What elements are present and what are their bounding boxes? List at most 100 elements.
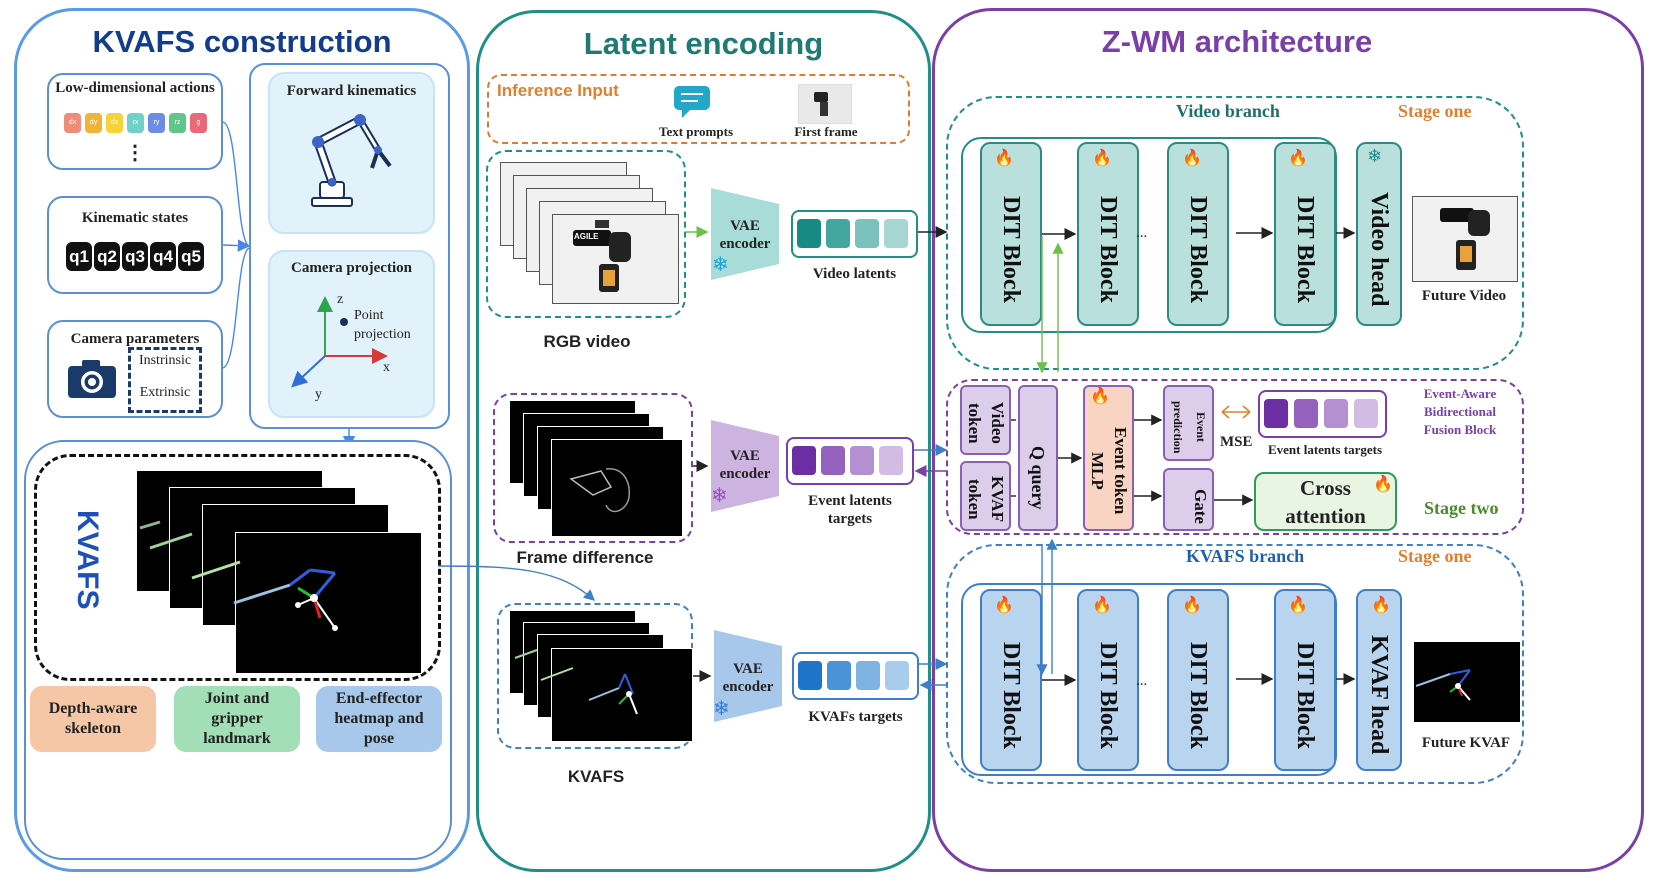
video-token: Video token [960,385,1011,455]
future-kvaf-image [1414,642,1520,722]
latent-square [885,661,909,690]
vae-label-event: VAE [730,448,760,464]
video-latents-label: Video latents [812,266,897,282]
latent-square [826,219,850,248]
video-dit-block: DIT Block [1077,142,1139,326]
latent-square [850,446,874,475]
video-dit-block: DIT Block [1274,142,1336,326]
latent-square [1354,399,1378,428]
kvafs-dit-block: DIT Block [1077,589,1139,771]
video-branch-box [946,96,1524,370]
low-dim-actions-label: Low-dimensional actions [55,80,215,96]
diff-outline [569,468,630,513]
latent-square [821,446,845,475]
axis-x-label: x [383,360,390,375]
event-prediction: Event prediction [1163,385,1214,461]
latent-square [797,219,821,248]
kvafs-branch-label: KVAFS branch [1186,546,1305,566]
flame-icon: 🔥 [1182,148,1202,167]
kvafs-mid-skeleton [514,649,638,715]
video-dit-block: DIT Block [980,142,1042,326]
stage-two-label: Stage two [1424,498,1499,518]
axis-z-label: z [337,292,344,307]
intrinsic-label: Instrinsic [138,353,192,368]
attention-label: attention [1285,504,1366,528]
kvafs-frame [235,532,422,674]
q-key: q3 [122,242,148,271]
snowflake-icon: ❄ [1367,146,1383,167]
encoder-label-video: encoder [719,236,771,252]
kvafs-construction-panel [14,8,470,872]
text-prompts-label: Text prompts [658,124,734,139]
vae-encoder-video [711,188,779,280]
flame-icon: 🔥 [1092,595,1112,614]
flame-icon: 🔥 [1288,148,1308,167]
vertical-ellipsis: ⋮ [125,142,145,164]
latent-square [792,446,816,475]
kvafs-ellipsis: ... [1136,673,1148,689]
flame-icon: 🔥 [1371,595,1391,614]
kvaf-token: KVAF token [960,461,1011,531]
future-kvaf-skeleton [1415,669,1471,701]
agile-label: AGILE [574,232,599,241]
fusion-label-3: Fusion Block [1423,422,1497,437]
flame-icon: 🔥 [994,148,1014,167]
point-label: Point [354,308,384,323]
video-dit-container [961,137,1337,333]
kvafs-vertical-label: KVAFS [71,510,104,610]
flame-icon: 🔥 [1182,595,1202,614]
latent-square [856,661,880,690]
latent-square [879,446,903,475]
q-key: q5 [178,242,204,271]
frame-difference-label: Frame difference [516,548,654,567]
encoder-label-event: encoder [719,466,771,482]
stage-one-label-top: Stage one [1398,101,1472,121]
snowflake-icon: ❄ [713,696,730,720]
stage-one-label-bottom: Stage one [1398,546,1472,566]
latent-encoding-title: Latent encoding [583,26,824,61]
extrinsic-label: Extrinsic [139,385,191,400]
flame-icon: 🔥 [1092,148,1112,167]
camera-parameters-label: Camera parameters [70,331,200,347]
latent-square [798,661,822,690]
projection-label: projection [354,327,411,342]
video-branch-label: Video branch [1176,101,1280,121]
kvafs-construction-title: KVAFS construction [92,24,392,59]
kvafs-frames-box [34,454,441,681]
axis-y-label: y [315,387,322,402]
vae-encoder-kvafs [714,630,782,722]
inference-input-label: Inference Input [497,81,619,100]
kvafs-dit-block: DIT Block [1274,589,1336,771]
projection-axes [285,290,425,400]
kinematic-states-label: Kinematic states [81,210,189,226]
future-video-label: Future Video [1421,288,1507,304]
fusion-label-1: Event-Aware [1423,386,1497,401]
intrinsic-extrinsic-box [128,347,202,413]
vae-label-kvafs: VAE [733,661,763,677]
latent-square [1324,399,1348,428]
flame-icon: 🔥 [1373,474,1393,493]
action-chip: g [190,113,207,133]
flame-icon: 🔥 [994,595,1014,614]
video-latents-box [791,210,918,258]
zwm-architecture-panel [932,8,1644,872]
latent-square [1294,399,1318,428]
latent-square [1264,399,1288,428]
camera-projection-box [268,250,435,418]
rgb-robot-icon [565,218,665,298]
q-key: q4 [150,242,176,271]
event-latents-label-1: Event latents [808,493,892,509]
camera-projection-label: Camera projection [291,260,412,276]
action-chip: dx [64,113,81,133]
cross-label: Cross [1300,476,1351,500]
action-chip: ry [148,113,165,133]
cross-attention-box [1254,472,1397,531]
rgb-video-label: RGB video [543,332,631,351]
snowflake-icon: ❄ [712,252,729,276]
latent-square [827,661,851,690]
action-chip: dz [106,113,123,133]
kvafs-dit-block: DIT Block [980,589,1042,771]
